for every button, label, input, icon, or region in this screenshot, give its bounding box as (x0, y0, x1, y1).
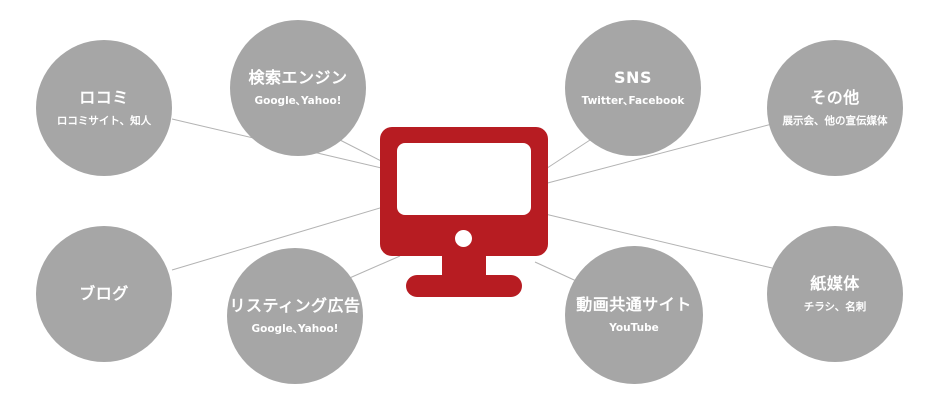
node-video-sharing[interactable]: 動画共通サイト YouTube (565, 246, 703, 384)
node-blog[interactable]: ブログ (36, 226, 172, 362)
node-sns[interactable]: SNS Twitter､Facebook (565, 20, 701, 156)
connector-line (171, 204, 391, 271)
computer-monitor-icon (380, 127, 548, 299)
node-paper-media[interactable]: 紙媒体 チラシ、名刺 (767, 226, 903, 362)
node-title: ロコミ (79, 88, 129, 107)
node-title: 紙媒体 (810, 274, 860, 293)
node-subtitle: 展示会、他の宣伝媒体 (782, 115, 888, 127)
node-subtitle: Google､Yahoo! (251, 323, 339, 335)
node-subtitle: ロコミサイト、知人 (56, 115, 152, 127)
connector-line (344, 255, 401, 281)
node-title: 動画共通サイト (576, 295, 692, 314)
node-search-engine[interactable]: 検索エンジン Google､Yahoo! (230, 20, 366, 156)
node-kuchikomi[interactable]: ロコミ ロコミサイト、知人 (36, 40, 172, 176)
node-subtitle: Google､Yahoo! (254, 95, 342, 107)
node-subtitle: チラシ、名刺 (803, 301, 867, 313)
node-title: SNS (614, 68, 652, 87)
node-title: 検索エンジン (248, 68, 348, 87)
node-title: その他 (810, 88, 860, 107)
monitor-stand-base (406, 275, 522, 297)
monitor-neck (442, 254, 486, 276)
monitor-screen (397, 143, 531, 215)
monitor-power-button (455, 230, 472, 247)
node-title: ブログ (79, 284, 129, 303)
node-subtitle: Twitter､Facebook (581, 95, 685, 107)
node-subtitle: YouTube (609, 322, 659, 334)
connector-line (544, 213, 773, 269)
connector-line (539, 123, 773, 186)
node-title: リスティング広告 (229, 296, 361, 315)
node-other[interactable]: その他 展示会、他の宣伝媒体 (767, 40, 903, 176)
node-listing-ads[interactable]: リスティング広告 Google､Yahoo! (227, 248, 363, 384)
